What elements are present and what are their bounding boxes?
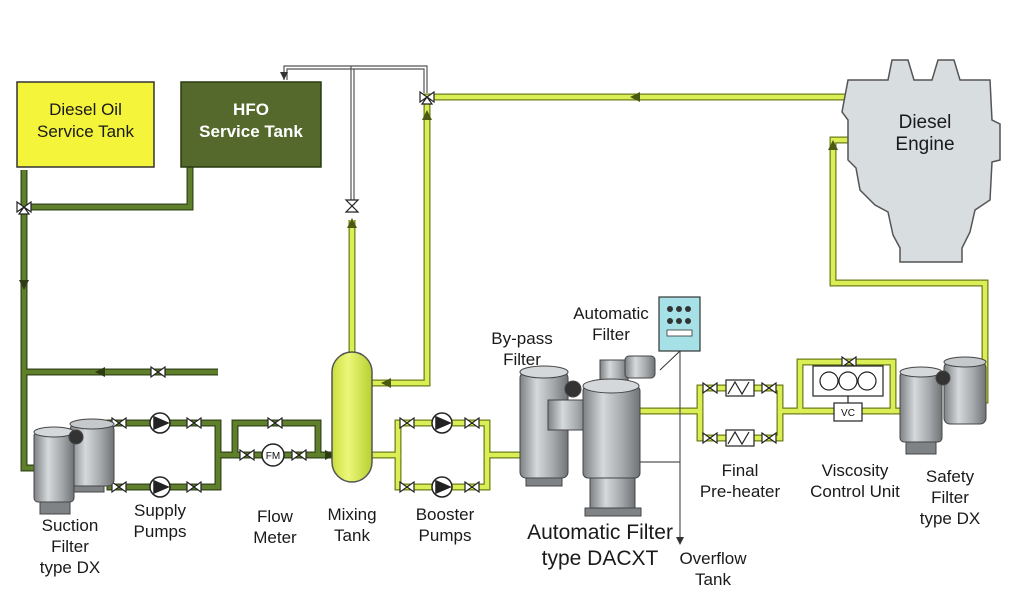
suction-filter xyxy=(33,418,115,515)
viscosity-control-label: Viscosity Control Unit xyxy=(810,461,900,501)
valves xyxy=(16,90,857,494)
hfo-tank-label: HFO Service Tank xyxy=(199,100,303,141)
suction-filter-label: Suction Filter type DX xyxy=(39,516,101,577)
supply-pumps xyxy=(149,412,171,498)
safety-filter xyxy=(899,356,987,455)
automatic-filter-panel-label: Automatic Filter xyxy=(573,304,649,344)
final-preheater-label: Final Pre-heater xyxy=(699,461,781,501)
supply-pumps-label: Supply Pumps xyxy=(133,501,187,541)
automatic-filter-dacxt xyxy=(547,355,656,517)
diesel-oil-tank-label: Diesel Oil Service Tank xyxy=(36,100,134,141)
flow-meter-label: Flow Meter xyxy=(253,507,297,547)
booster-pumps xyxy=(431,412,453,498)
diesel-engine-label: Diesel Engine xyxy=(895,112,955,155)
booster-pumps-label: Booster Pumps xyxy=(415,505,475,545)
automatic-filter-control-panel xyxy=(658,296,701,371)
bypass-filter-label: By-pass Filter xyxy=(491,329,553,369)
flow-meter-tag: FM xyxy=(266,451,280,462)
viscosity-tag: VC xyxy=(841,408,855,419)
mixing-tank-label: Mixing Tank xyxy=(327,505,377,545)
flow-meter xyxy=(261,443,285,467)
hfo-service-tank xyxy=(180,81,322,168)
diesel-oil-service-tank xyxy=(16,81,155,168)
diesel-engine xyxy=(841,59,1001,263)
mixing-tank xyxy=(331,351,373,483)
viscosity-control-unit xyxy=(812,365,884,422)
bypass-filter xyxy=(519,365,569,487)
vent-lines xyxy=(283,65,681,540)
final-preheater xyxy=(725,379,755,447)
automatic-filter-dacxt-label: Automatic Filter type DACXT xyxy=(527,521,673,570)
safety-filter-label: Safety Filter type DX xyxy=(919,467,981,528)
overflow-tank-label: Overflow Tank xyxy=(679,549,747,589)
